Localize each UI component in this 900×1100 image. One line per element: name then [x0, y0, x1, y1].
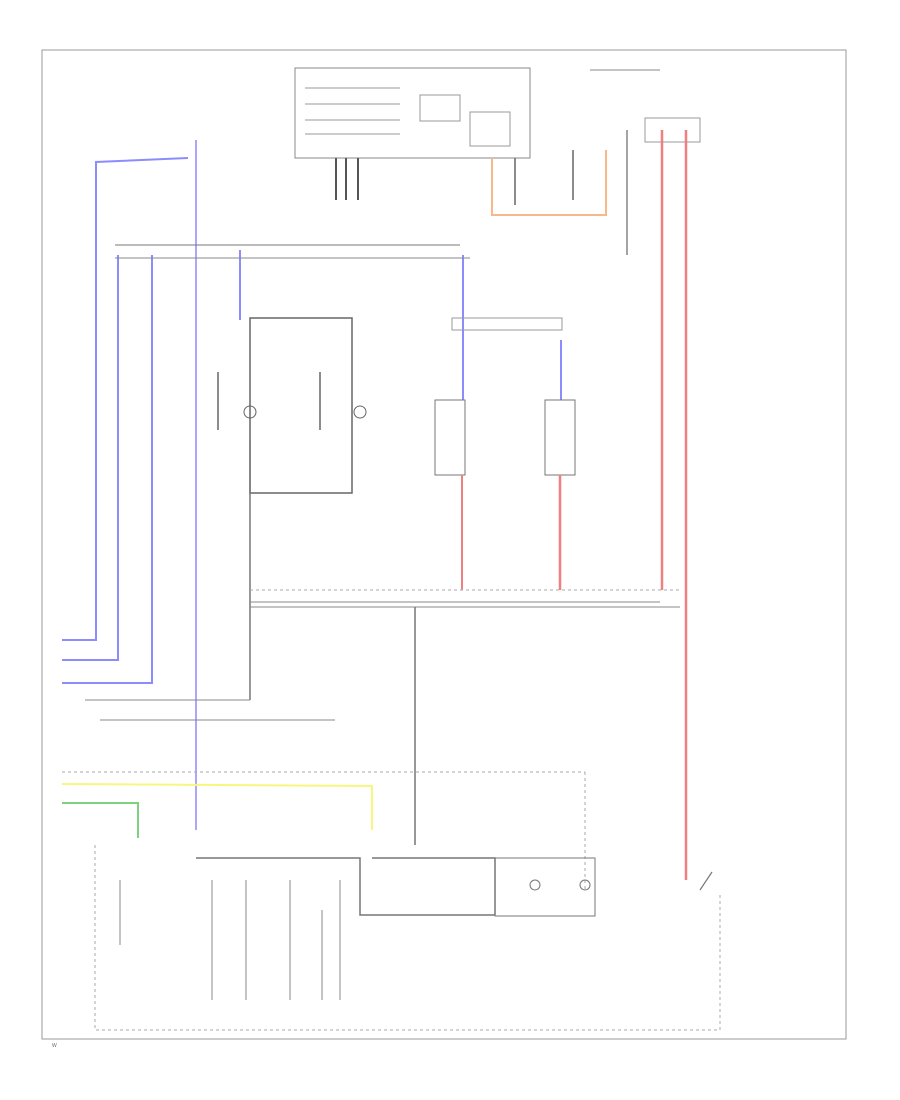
control-module-box	[294, 67, 531, 159]
bottom-switch-group	[119, 880, 341, 1000]
lamp-left	[243, 405, 257, 419]
sensor-group-box	[451, 317, 563, 331]
sensor-box-right-2	[544, 399, 576, 476]
switch-right	[699, 871, 713, 891]
bottom-lamp-2	[579, 879, 591, 891]
bottom-lamp-box	[494, 857, 596, 917]
relay-box-top-right	[644, 117, 701, 143]
footer-code: W	[52, 1043, 57, 1049]
blue-wire-2	[62, 255, 119, 661]
bottom-lamp-1	[529, 879, 541, 891]
diagram-frame	[41, 49, 847, 1040]
sensor-box-right-1	[434, 399, 466, 476]
lamp-left-2	[353, 405, 367, 419]
blue-wire-3	[62, 255, 153, 684]
green-wire	[62, 802, 139, 838]
blue-wire-1	[62, 157, 189, 641]
lamp-box-left	[249, 317, 353, 494]
control-module-internals	[305, 87, 511, 147]
bottom-bus	[196, 857, 495, 916]
orange-wire	[491, 150, 607, 216]
bottom-bus-right	[372, 857, 496, 915]
bottom-dashed-boundary	[94, 845, 721, 1031]
module-output-pins	[335, 158, 359, 200]
yellow-wire	[61, 783, 373, 830]
